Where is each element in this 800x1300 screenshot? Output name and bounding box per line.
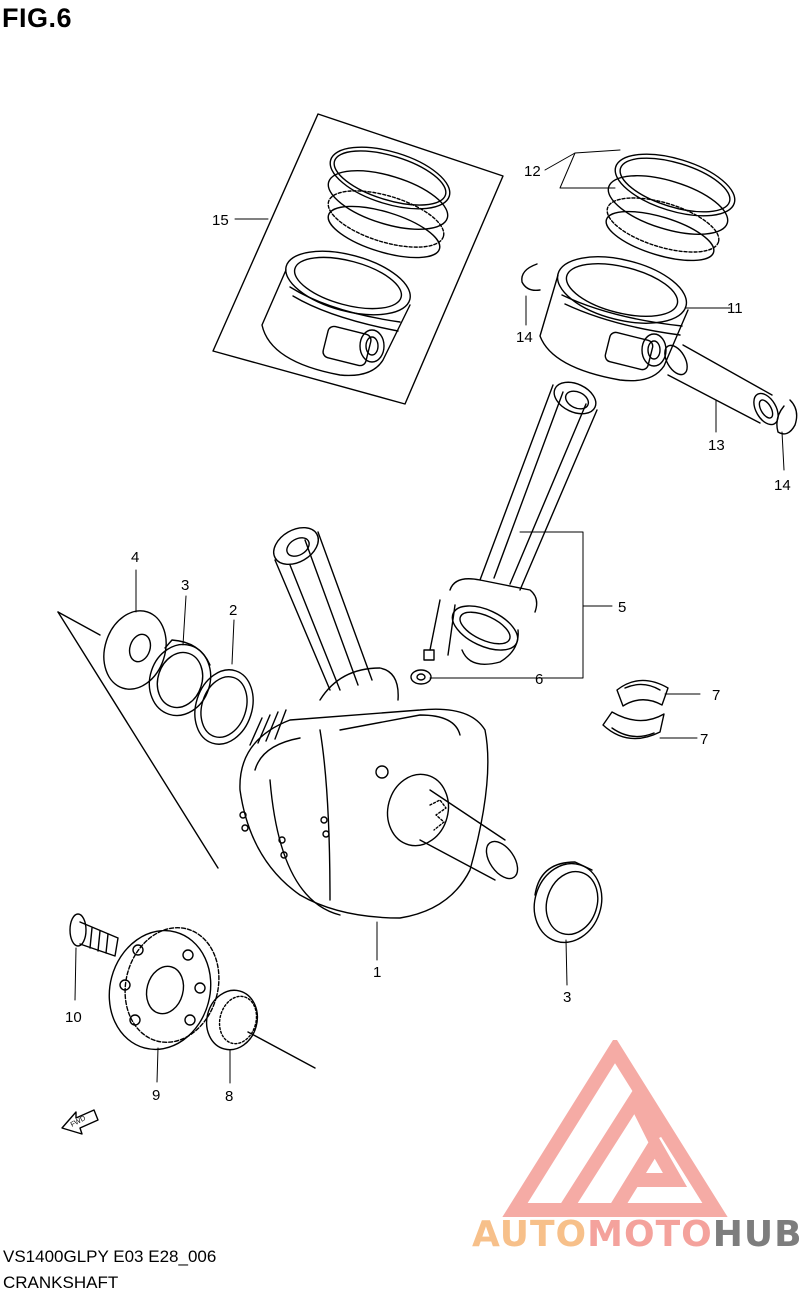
callout-9: 9 [152, 1087, 160, 1104]
circlip-upper [521, 263, 541, 292]
circlip-lower [776, 399, 798, 435]
main-bearing-right [533, 861, 603, 944]
callout-5: 5 [618, 599, 626, 616]
callout-14-lower: 14 [774, 477, 791, 494]
needle-bearing [205, 989, 259, 1051]
figure-title: FIG.6 [2, 3, 73, 33]
callout-10: 10 [65, 1009, 82, 1026]
callout-7-lower: 7 [700, 731, 708, 748]
callout-labels: 15 12 11 14 13 14 4 3 2 5 6 7 7 1 3 10 9… [65, 163, 791, 1129]
piston-set-group [212, 113, 504, 405]
callout-2: 2 [229, 602, 237, 619]
crankshaft [239, 526, 519, 919]
automotohub-logo [502, 1040, 728, 1217]
callout-1: 1 [373, 964, 381, 981]
fwd-arrow-icon [61, 1109, 99, 1135]
conrod-bearing-upper [616, 679, 669, 707]
callout-15: 15 [212, 212, 229, 229]
callout-4: 4 [131, 549, 139, 566]
wordmark-hub: HUB [712, 1214, 800, 1255]
callout-3-left: 3 [181, 577, 189, 594]
callout-12: 12 [524, 163, 541, 180]
bearing-ring [194, 669, 254, 745]
section-name: CRANKSHAFT [3, 1273, 119, 1292]
wordmark-auto: AUTO [472, 1214, 588, 1255]
automotohub-wordmark: AUTOMOTOHUB [472, 1214, 800, 1255]
callout-3-right: 3 [563, 989, 571, 1006]
callout-6: 6 [535, 671, 543, 688]
rod-nut [410, 669, 432, 685]
connecting-rod-upper [423, 381, 598, 665]
piston-pin [664, 344, 779, 426]
callout-14-upper: 14 [516, 329, 533, 346]
piston [539, 256, 689, 382]
primary-drive-gear [108, 927, 220, 1051]
gear-bolt [69, 913, 119, 957]
model-code: VS1400GLPY E03 E28_006 [3, 1247, 217, 1266]
piston-rings [605, 153, 736, 262]
callout-7-upper: 7 [712, 687, 720, 704]
wordmark-moto: MOTO [587, 1214, 713, 1255]
conrod-bearing-lower [602, 711, 665, 740]
callout-13: 13 [708, 437, 725, 454]
thrust-washer [103, 610, 167, 690]
leader-lines [74, 149, 785, 1084]
callout-8: 8 [225, 1088, 233, 1105]
callout-11: 11 [727, 300, 743, 317]
